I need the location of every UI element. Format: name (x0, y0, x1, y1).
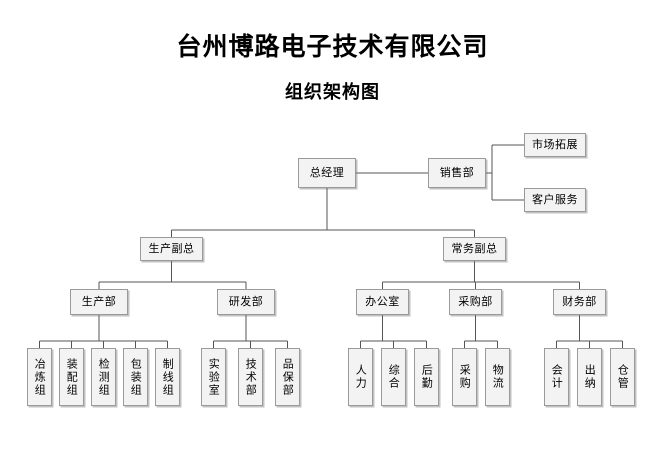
org-node-qa[interactable]: 品保部 (275, 348, 300, 406)
org-node-package[interactable]: 包装组 (123, 348, 148, 406)
org-node-gm[interactable]: 总经理 (298, 158, 356, 188)
org-node-office[interactable]: 办公室 (356, 289, 409, 315)
org-node-wire[interactable]: 制线组 (155, 348, 180, 406)
org-node-prod[interactable]: 生产部 (70, 289, 128, 315)
org-node-finance[interactable]: 财务部 (553, 289, 606, 315)
org-node-assemble[interactable]: 装配组 (59, 348, 84, 406)
org-node-warehouse[interactable]: 仓管 (610, 348, 635, 406)
org-node-service[interactable]: 客户服务 (524, 188, 586, 212)
page-subtitle: 组织架构图 (285, 82, 380, 103)
org-node-vp_exec[interactable]: 常务副总 (443, 237, 506, 261)
org-node-smelt[interactable]: 冶炼组 (27, 348, 52, 406)
org-node-purchase[interactable]: 采购部 (449, 289, 502, 315)
org-node-buying[interactable]: 采购 (452, 348, 477, 406)
org-node-rnd[interactable]: 研发部 (217, 289, 275, 315)
org-node-account[interactable]: 会计 (544, 348, 569, 406)
org-node-sales[interactable]: 销售部 (428, 158, 486, 188)
org-node-logistics[interactable]: 后勤 (414, 348, 439, 406)
org-node-market[interactable]: 市场拓展 (524, 133, 586, 157)
org-node-shipping[interactable]: 物流 (485, 348, 510, 406)
org-node-general[interactable]: 综合 (381, 348, 406, 406)
org-node-cashier[interactable]: 出纳 (577, 348, 602, 406)
org-node-vp_prod[interactable]: 生产副总 (140, 237, 203, 261)
org-node-lab[interactable]: 实验室 (201, 348, 226, 406)
org-node-inspect[interactable]: 检测组 (91, 348, 116, 406)
org-node-hr[interactable]: 人力 (348, 348, 373, 406)
org-node-tech[interactable]: 技术部 (238, 348, 263, 406)
page-title: 台州博路电子技术有限公司 (176, 32, 489, 61)
